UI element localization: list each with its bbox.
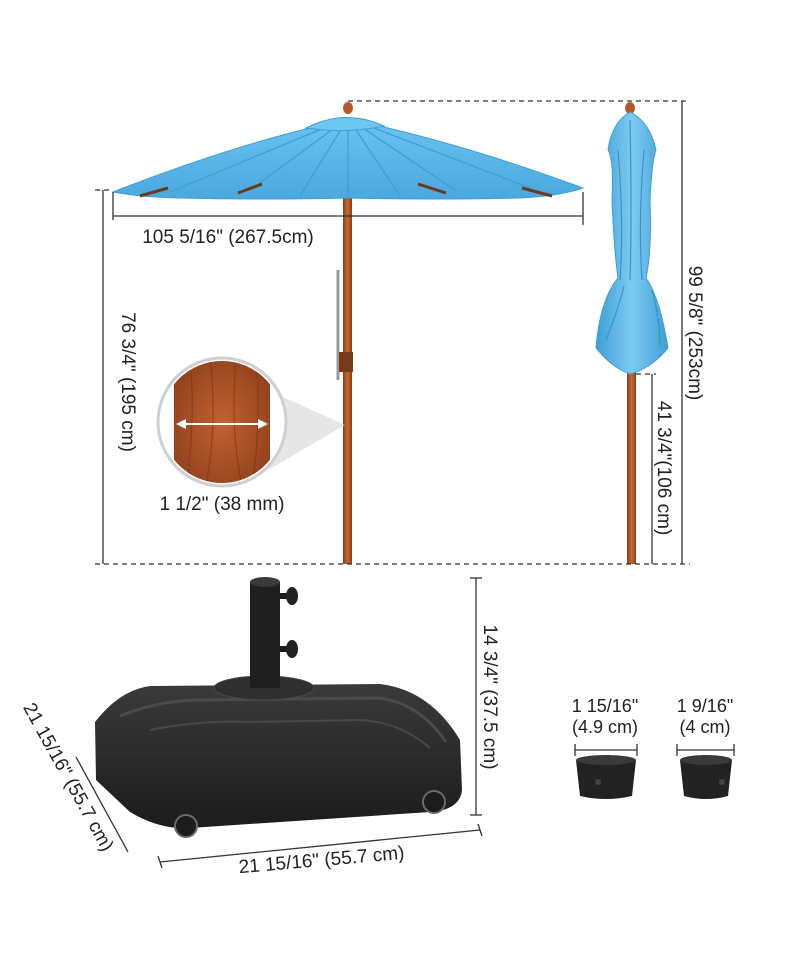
pole-diameter-label: 1 1/2" (38 mm) [159,494,284,515]
adapter-small-inch-label: 1 9/16" [677,696,733,716]
adapter-large [574,744,638,799]
base-wheel-left [174,814,198,838]
dimension-lines-base [75,577,483,869]
base-knob-bottom [280,640,298,658]
adapter-small-cm-label: (4 cm) [680,717,731,737]
open-height-label: 76 3/4" (195 cm) [117,312,138,452]
adapter-large-inch-label: 1 15/16" [572,696,638,716]
canopy-ribs [139,182,553,198]
closed-lower-height-label: 41 3/4"(106 cm) [653,401,674,536]
open-finial [343,102,353,114]
base-wheel-right [422,790,446,814]
runner-hub [339,352,353,372]
adapter-large-cm-label: (4.9 cm) [572,717,638,737]
dimension-lines-top [95,100,690,565]
open-umbrella [111,102,585,564]
canopy-seams [169,117,531,198]
base-knob-top [280,587,298,605]
pole-zoom-callout [156,356,345,488]
closed-umbrella [595,102,669,564]
base-tube [250,582,280,688]
umbrella-base [95,577,462,838]
closed-canopy-folds [605,119,661,347]
adapter-small [676,744,735,799]
canopy-vent [304,117,386,132]
closed-finial [625,102,635,114]
total-height-label: 99 5/8" (253cm) [684,266,705,401]
base-height-label: 14 3/4" (37.5 cm) [479,624,500,769]
canopy-width-label: 105 5/16" (267.5cm) [142,227,314,248]
closed-umbrella-pole [627,360,636,564]
base-width-label: 21 15/16" (55.7 cm) [238,843,405,878]
closed-canopy [595,111,669,375]
